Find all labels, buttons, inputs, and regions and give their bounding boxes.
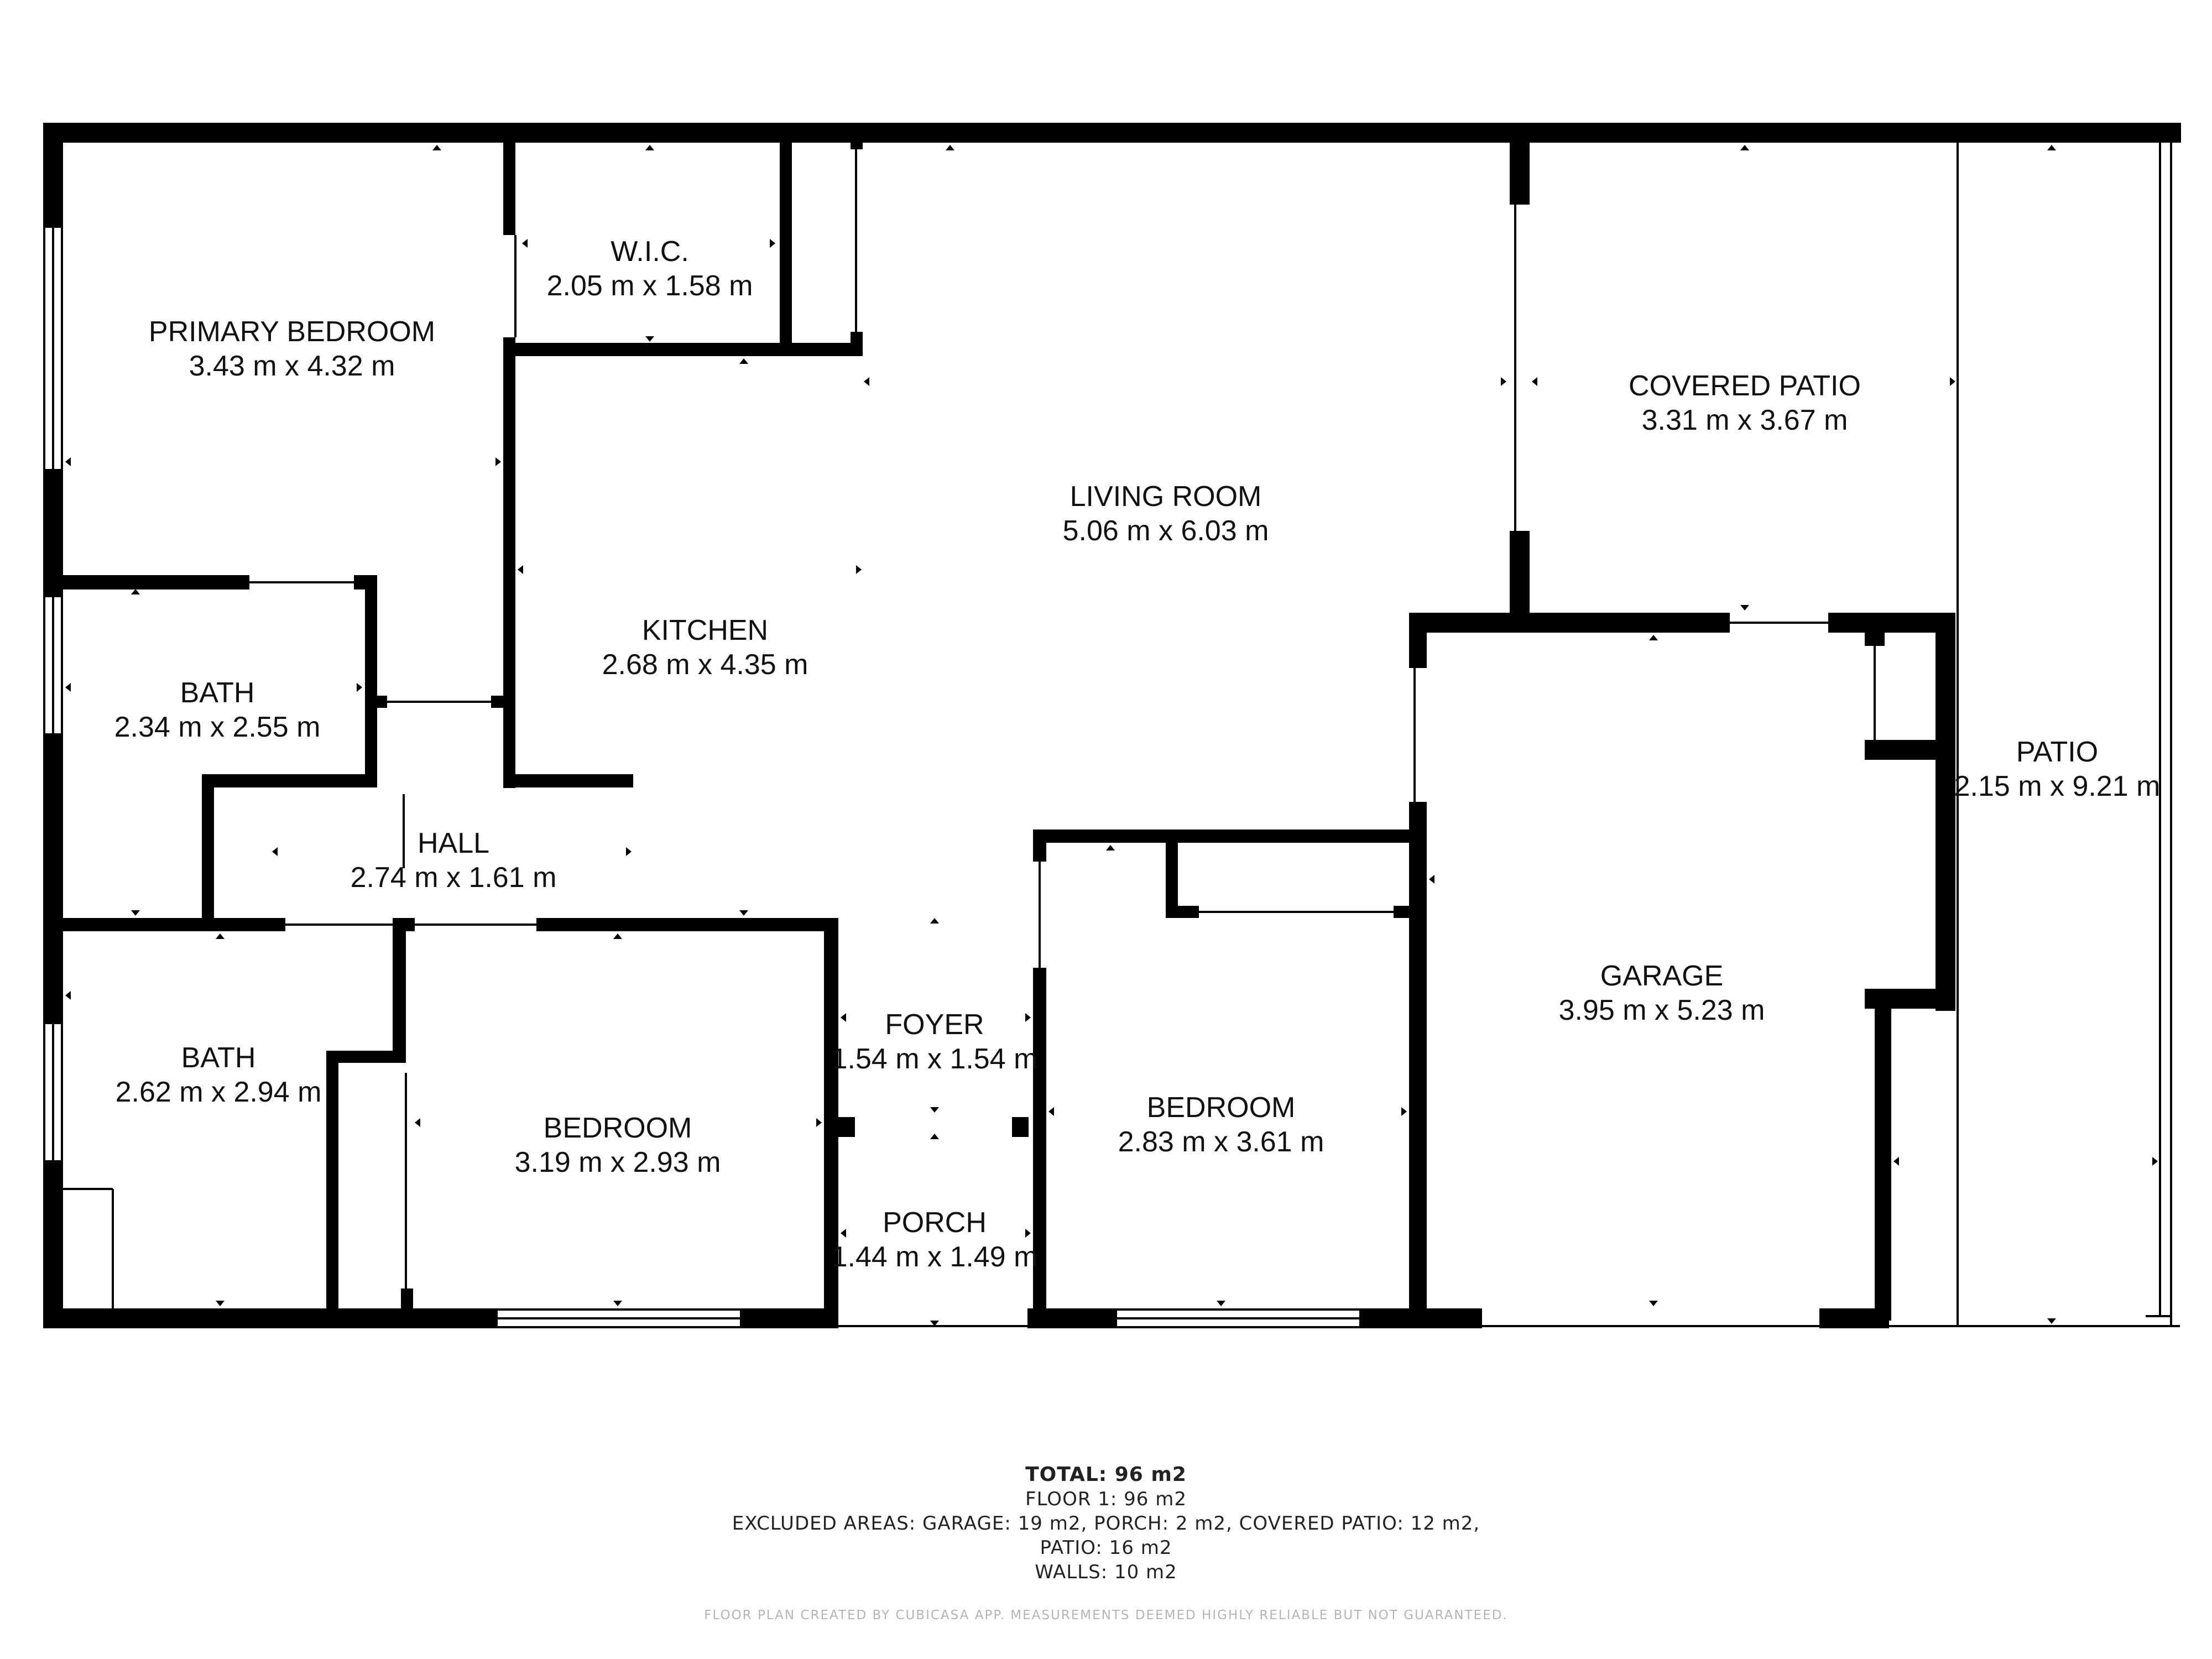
walls-area: WALLS: 10 m2 [1035,1561,1177,1583]
room-size-bedroom-1: 3.19 m x 2.93 m [515,1146,721,1178]
room-size-porch: 1.44 m x 1.49 m [832,1241,1038,1273]
room-labels: PRIMARY BEDROOM 3.43 m x 4.32 m W.I.C. 2… [114,236,2161,1273]
room-name-kitchen: KITCHEN [642,614,768,646]
room-name-primary-bedroom: PRIMARY BEDROOM [149,316,435,348]
room-size-bedroom-2: 2.83 m x 3.61 m [1118,1126,1324,1158]
room-size-garage: 3.95 m x 5.23 m [1559,994,1765,1026]
patio-area: PATIO: 16 m2 [1040,1537,1172,1559]
room-size-hall: 2.74 m x 1.61 m [351,862,557,894]
windows [43,226,1361,1328]
room-size-bath-1: 2.34 m x 2.55 m [114,711,321,743]
excluded-areas: EXCLUDED AREAS: GARAGE: 19 m2, PORCH: 2 … [732,1512,1480,1535]
room-name-hall: HALL [418,827,489,859]
room-name-bath-2: BATH [181,1042,256,1074]
room-size-wic: 2.05 m x 1.58 m [547,270,753,302]
total-area: TOTAL: 96 m2 [1025,1463,1187,1486]
room-name-wic: W.I.C. [611,236,689,268]
room-size-kitchen: 2.68 m x 4.35 m [602,649,808,681]
room-size-bath-2: 2.62 m x 2.94 m [116,1076,322,1108]
room-name-living-room: LIVING ROOM [1070,481,1262,513]
dimension-markers [65,145,2158,1326]
room-name-foyer: FOYER [885,1009,984,1041]
room-size-primary-bedroom: 3.43 m x 4.32 m [189,350,395,382]
room-name-bedroom-2: BEDROOM [1147,1092,1296,1124]
room-size-patio: 2.15 m x 9.21 m [1954,770,2161,802]
room-name-bath-1: BATH [180,677,255,709]
room-name-patio: PATIO [2016,736,2098,768]
room-name-covered-patio: COVERED PATIO [1629,370,1861,402]
room-name-bedroom-1: BEDROOM [544,1112,692,1144]
room-name-garage: GARAGE [1600,960,1724,992]
walls [43,123,2181,1328]
room-size-foyer: 1.54 m x 1.54 m [832,1043,1038,1075]
room-name-porch: PORCH [883,1207,987,1239]
disclaimer: FLOOR PLAN CREATED BY CUBICASA APP. MEAS… [704,1608,1508,1623]
area-summary: TOTAL: 96 m2 FLOOR 1: 96 m2 EXCLUDED ARE… [0,1463,2212,1584]
room-size-covered-patio: 3.31 m x 3.67 m [1642,404,1848,436]
room-size-living-room: 5.06 m x 6.03 m [1063,515,1269,547]
thin-lines [62,133,2180,1327]
floor-area: FLOOR 1: 96 m2 [1025,1488,1187,1510]
